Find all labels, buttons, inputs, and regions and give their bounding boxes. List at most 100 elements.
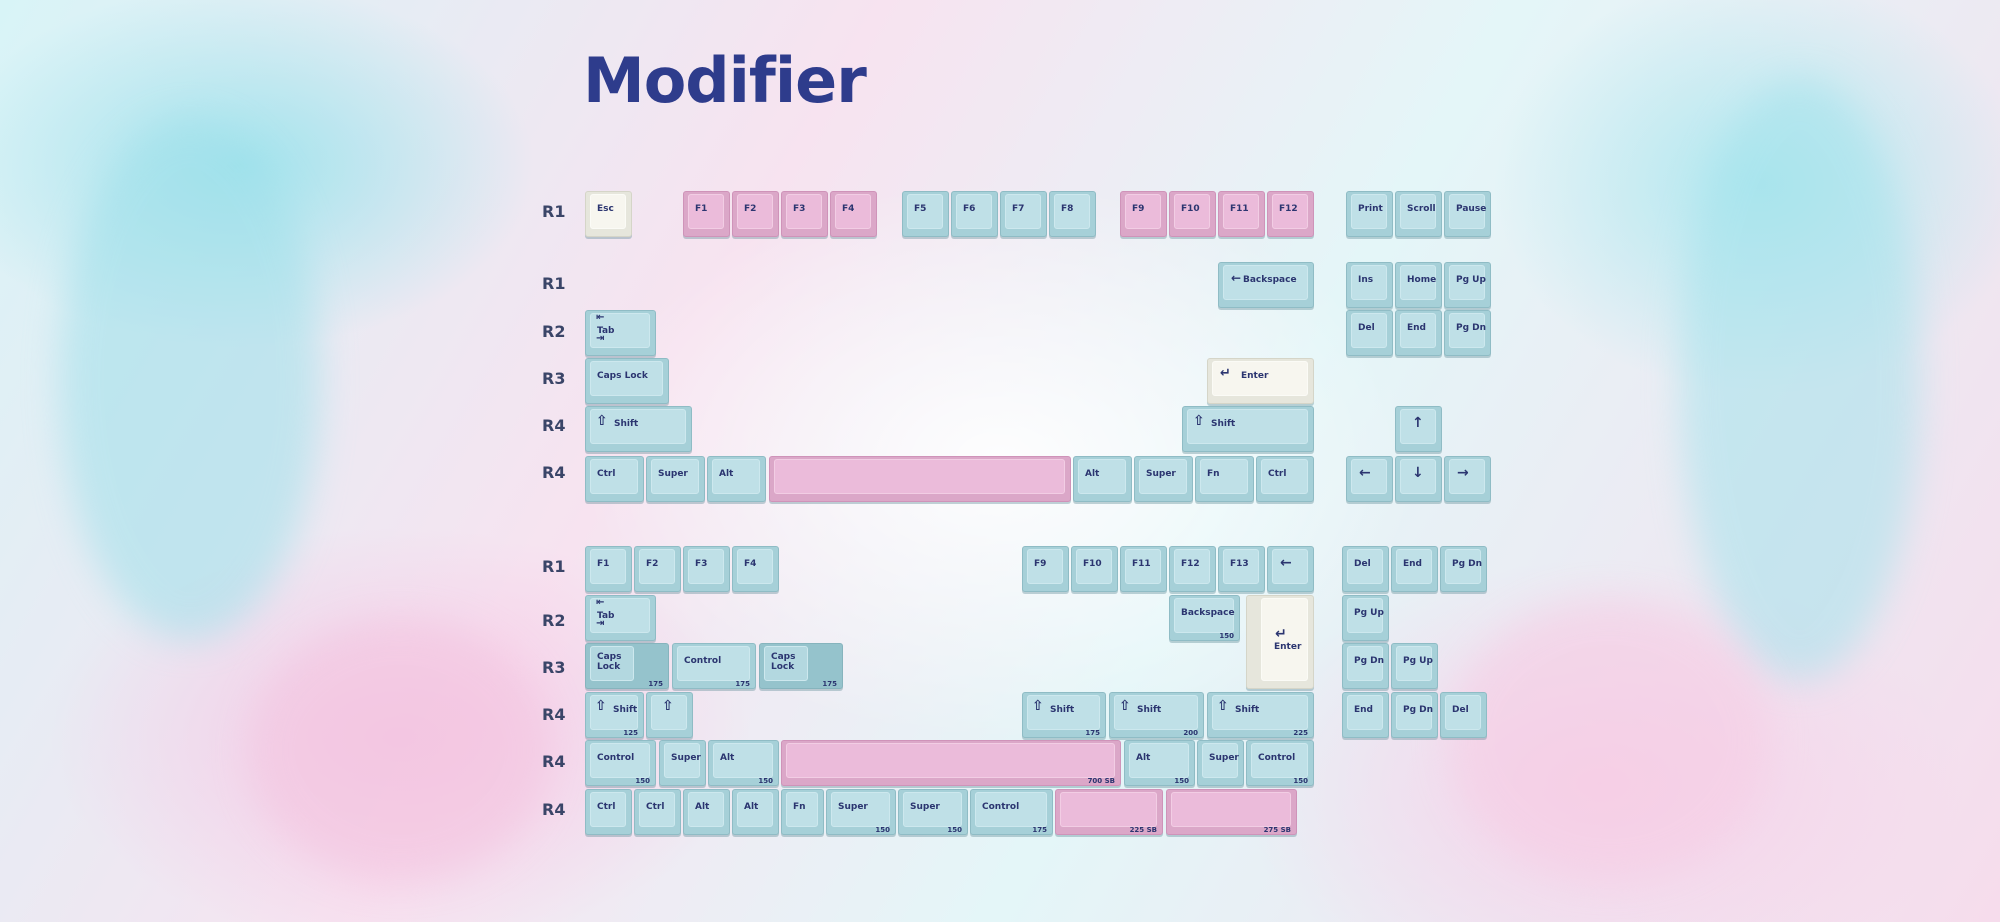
keycap-arrow-down[interactable]: ↓ bbox=[1395, 456, 1442, 502]
shift-icon: ⇧ bbox=[596, 413, 608, 429]
keycap-f9[interactable]: F9 bbox=[1120, 191, 1167, 237]
keycap-end[interactable]: End bbox=[1391, 546, 1438, 592]
keycap-f10[interactable]: F10 bbox=[1071, 546, 1118, 592]
shift-icon: ⇧ bbox=[662, 698, 674, 714]
keycap-ctrl[interactable]: Ctrl bbox=[634, 789, 681, 835]
keycap-pgup[interactable]: Pg Up bbox=[1391, 643, 1438, 689]
arrow-down-icon: ↓ bbox=[1412, 465, 1424, 481]
keycap-del[interactable]: Del bbox=[1440, 692, 1487, 738]
keycap-spacebar-275[interactable]: 275 SB bbox=[1166, 789, 1297, 835]
keycap-tab[interactable]: ⇤Tab⇥ bbox=[585, 595, 656, 641]
keycap-shift-icon-only[interactable]: ⇧ bbox=[646, 692, 693, 738]
keycap-f4[interactable]: F4 bbox=[830, 191, 877, 237]
keycap-f7[interactable]: F7 bbox=[1000, 191, 1047, 237]
keycap-super[interactable]: Super bbox=[659, 740, 706, 786]
keycap-pgup[interactable]: Pg Up bbox=[1444, 262, 1491, 308]
keycap-spacebar[interactable] bbox=[769, 456, 1071, 502]
keycap-f3[interactable]: F3 bbox=[683, 546, 730, 592]
keycap-f8[interactable]: F8 bbox=[1049, 191, 1096, 237]
keycap-pgdn[interactable]: Pg Dn bbox=[1391, 692, 1438, 738]
keycap-esc[interactable]: Esc bbox=[585, 191, 632, 237]
row-label: R4 bbox=[542, 463, 566, 482]
keycap-alt[interactable]: Alt bbox=[732, 789, 779, 835]
keycap-caps-lock[interactable]: Caps Lock bbox=[585, 358, 669, 404]
keycap-ins[interactable]: Ins bbox=[1346, 262, 1393, 308]
keycap-print[interactable]: Print bbox=[1346, 191, 1393, 237]
keycap-spacebar-700[interactable]: 700 SB bbox=[781, 740, 1121, 786]
keycap-f4[interactable]: F4 bbox=[732, 546, 779, 592]
keycap-f1[interactable]: F1 bbox=[683, 191, 730, 237]
keycap-fn[interactable]: Fn bbox=[781, 789, 824, 835]
keycap-f3[interactable]: F3 bbox=[781, 191, 828, 237]
row-label: R3 bbox=[542, 369, 566, 388]
keycap-home[interactable]: Home bbox=[1395, 262, 1442, 308]
shift-icon: ⇧ bbox=[1119, 698, 1131, 714]
keycap-f2[interactable]: F2 bbox=[732, 191, 779, 237]
keycap-right-shift[interactable]: ⇧Shift bbox=[1182, 406, 1314, 452]
keycap-arrow-up[interactable]: ↑ bbox=[1395, 406, 1442, 452]
keycap-alt[interactable]: Alt bbox=[1073, 456, 1132, 502]
keycap-end[interactable]: End bbox=[1395, 310, 1442, 356]
keycap-backspace[interactable]: ←Backspace bbox=[1218, 262, 1314, 308]
keycap-f5[interactable]: F5 bbox=[902, 191, 949, 237]
keycap-f1[interactable]: F1 bbox=[585, 546, 632, 592]
background-swirl bbox=[1680, 80, 1920, 680]
keycap-f11[interactable]: F11 bbox=[1120, 546, 1167, 592]
keycap-arrow-right[interactable]: → bbox=[1444, 456, 1491, 502]
keycap-del[interactable]: Del bbox=[1342, 546, 1389, 592]
keycap-f2[interactable]: F2 bbox=[634, 546, 681, 592]
keycap-arrow-left[interactable]: ← bbox=[1346, 456, 1393, 502]
keycap-end[interactable]: End bbox=[1342, 692, 1389, 738]
keycap-pgdn[interactable]: Pg Dn bbox=[1342, 643, 1389, 689]
keycap-tab[interactable]: ⇤Tab⇥ bbox=[585, 310, 656, 356]
keycap-ctrl[interactable]: Ctrl bbox=[1256, 456, 1314, 502]
keycap-f12[interactable]: F12 bbox=[1169, 546, 1216, 592]
keycap-pgdn[interactable]: Pg Dn bbox=[1444, 310, 1491, 356]
tab-icon: ⇥ bbox=[596, 618, 605, 629]
shift-icon: ⇧ bbox=[1217, 698, 1229, 714]
background-swirl bbox=[250, 620, 550, 880]
row-label: R1 bbox=[542, 202, 566, 221]
keycap-backspace-arrow[interactable]: ← bbox=[1267, 546, 1314, 592]
keycap-ctrl[interactable]: Ctrl bbox=[585, 456, 644, 502]
keycap-del[interactable]: Del bbox=[1346, 310, 1393, 356]
keycap-f11[interactable]: F11 bbox=[1218, 191, 1265, 237]
keycap-spacebar-225[interactable]: 225 SB bbox=[1055, 789, 1163, 835]
keycap-pgdn[interactable]: Pg Dn bbox=[1440, 546, 1487, 592]
keycap-alt[interactable]: Alt bbox=[707, 456, 766, 502]
keycap-f10[interactable]: F10 bbox=[1169, 191, 1216, 237]
keycap-left-shift[interactable]: ⇧Shift bbox=[585, 406, 692, 452]
keycap-alt[interactable]: Alt bbox=[683, 789, 730, 835]
keycap-f13[interactable]: F13 bbox=[1218, 546, 1265, 592]
arrow-left-icon: ← bbox=[1359, 465, 1371, 481]
keycap-super[interactable]: Super bbox=[1134, 456, 1193, 502]
keycap-pause[interactable]: Pause bbox=[1444, 191, 1491, 237]
keycap-iso-enter[interactable]: ↵Enter bbox=[1246, 595, 1314, 689]
keycap-ctrl[interactable]: Ctrl bbox=[585, 789, 632, 835]
keycap-fn[interactable]: Fn bbox=[1195, 456, 1254, 502]
tab-icon: ⇤ bbox=[596, 597, 605, 608]
keycap-pgup[interactable]: Pg Up bbox=[1342, 595, 1389, 641]
keycap-super[interactable]: Super bbox=[646, 456, 705, 502]
keycap-super[interactable]: Super bbox=[1197, 740, 1244, 786]
keycap-f9[interactable]: F9 bbox=[1022, 546, 1069, 592]
keycap-f12[interactable]: F12 bbox=[1267, 191, 1314, 237]
keycap-scroll[interactable]: Scroll bbox=[1395, 191, 1442, 237]
keycap-enter[interactable]: ↵Enter bbox=[1207, 358, 1314, 404]
keycap-f6[interactable]: F6 bbox=[951, 191, 998, 237]
